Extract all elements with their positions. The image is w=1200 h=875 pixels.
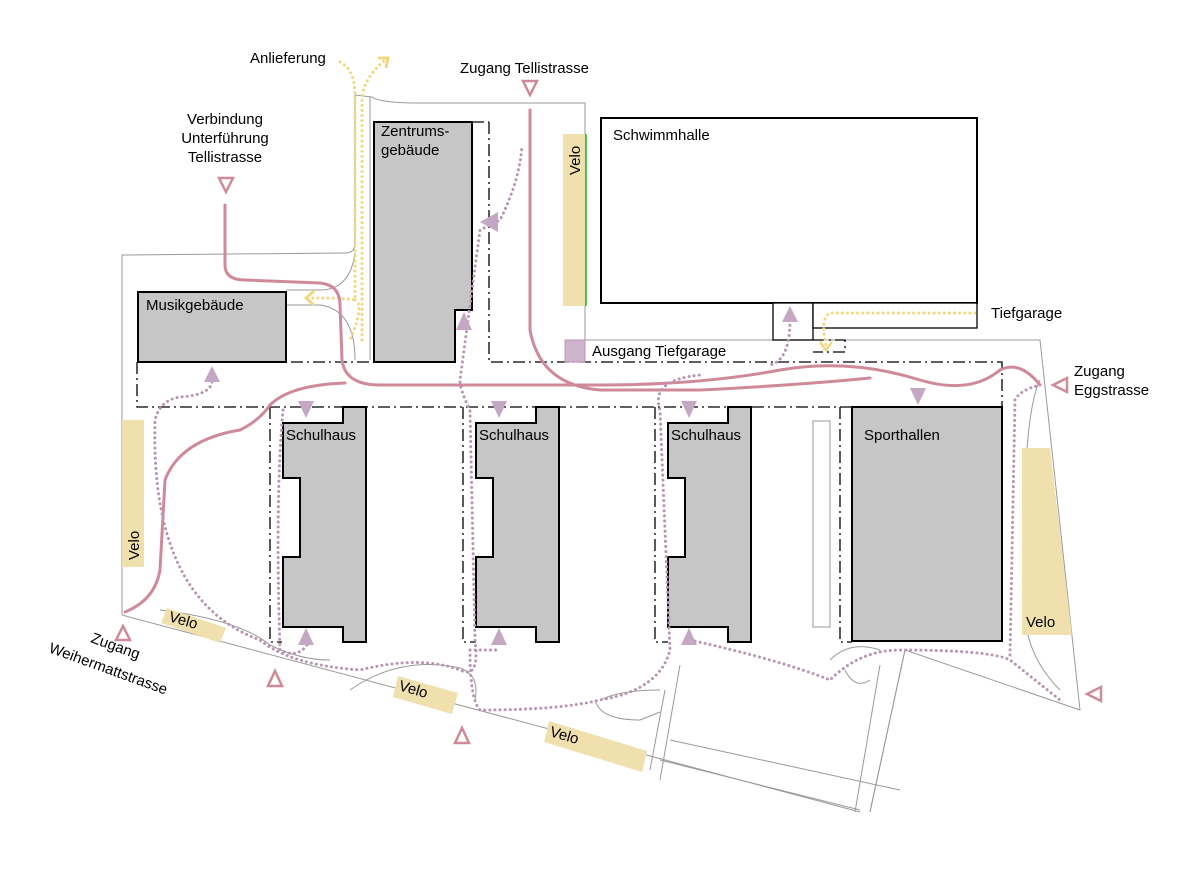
building-sporthallen: Sporthallen xyxy=(851,406,1003,642)
building-schulhaus-2: Schulhaus xyxy=(475,406,560,643)
building-musikgebaeude: Musikgebäude xyxy=(137,291,287,363)
entrance-triangle-icon xyxy=(453,725,471,745)
building-label: Schulhaus xyxy=(479,427,549,444)
building-label: gebäude xyxy=(381,142,439,159)
building-zentrumsgebaeude: Zentrums- gebäude xyxy=(373,121,473,363)
garage-exit-icon xyxy=(564,339,586,363)
building-label: Schwimmhalle xyxy=(613,127,710,144)
label-zugang-eggstrasse: Eggstrasse xyxy=(1074,382,1149,399)
building-entrance-icon xyxy=(298,628,314,645)
building-label: Zentrums- xyxy=(381,123,449,140)
velo-zone xyxy=(393,676,458,714)
velo-label: Velo xyxy=(126,531,143,560)
velo-label: Velo xyxy=(567,146,584,175)
building-schulhaus-1: Schulhaus xyxy=(282,406,367,643)
velo-label: Velo xyxy=(1026,614,1055,631)
building-entrance-icon xyxy=(491,628,507,645)
main-path xyxy=(123,108,1042,614)
label-verbindung: Tellistrasse xyxy=(188,149,262,166)
building-label: Sporthallen xyxy=(864,427,940,444)
entrance-triangle-icon xyxy=(266,668,284,688)
velo-zone xyxy=(122,420,144,567)
entrance-triangle-icon xyxy=(1050,375,1069,395)
entrance-triangle-icon xyxy=(520,79,540,98)
label-ausgang-tiefgarage: Ausgang Tiefgarage xyxy=(592,343,726,360)
entrance-triangle-icon xyxy=(216,176,236,195)
access-markers xyxy=(113,79,1103,745)
label-zugang-eggstrasse: Zugang xyxy=(1074,363,1125,380)
building-entrance-icon xyxy=(681,401,697,418)
velo-zone xyxy=(161,608,226,643)
label-verbindung: Verbindung xyxy=(187,111,263,128)
velo-label: Velo xyxy=(167,609,200,633)
building-entrance-icon xyxy=(491,401,507,418)
building-entrance-icon xyxy=(456,312,472,330)
delivery-route xyxy=(303,56,977,353)
building-schulhaus-3: Schulhaus xyxy=(667,406,752,643)
building-entrances xyxy=(204,212,926,645)
site-outline xyxy=(121,94,1081,813)
label-anlieferung: Anlieferung xyxy=(250,50,326,67)
label-zugang-tellistrasse: Zugang Tellistrasse xyxy=(460,60,589,77)
building-entrance-icon xyxy=(298,401,314,418)
entrance-triangle-icon xyxy=(113,623,133,642)
building-label: Schulhaus xyxy=(671,427,741,444)
velo-zone xyxy=(563,134,585,306)
label-tiefgarage: Tiefgarage xyxy=(991,305,1062,322)
building-entrance-icon xyxy=(204,366,220,382)
building-entrance-icon xyxy=(782,306,798,322)
entrance-triangle-icon xyxy=(1084,684,1103,704)
building-entrance-icon xyxy=(480,212,498,232)
velo-zone xyxy=(1022,448,1072,635)
label-verbindung: Unterführung xyxy=(181,130,269,147)
building-label: Musikgebäude xyxy=(146,297,244,314)
building-entrance-icon xyxy=(910,388,926,405)
velo-zones xyxy=(122,134,1072,772)
velo-zone xyxy=(544,721,647,772)
building-schwimmhalle: Schwimmhalle xyxy=(600,117,978,341)
foot-paths xyxy=(153,143,1062,712)
building-entrance-icon xyxy=(681,628,697,645)
building-label: Schulhaus xyxy=(286,427,356,444)
